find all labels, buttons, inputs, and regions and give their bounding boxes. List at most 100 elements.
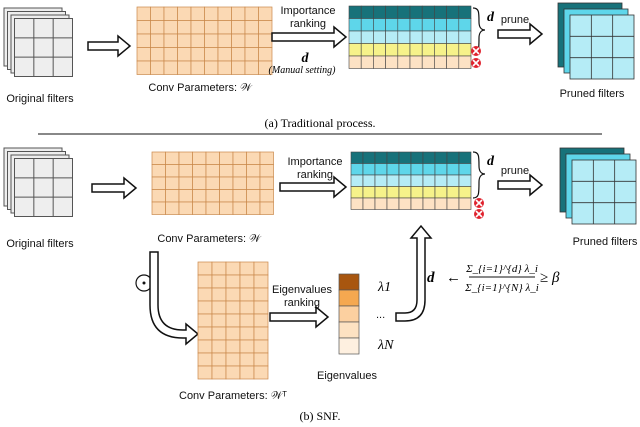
- ranked-cell: [360, 5, 374, 19]
- grid-cell: [246, 176, 261, 190]
- grid-cell: [192, 164, 207, 178]
- ranked-cell: [434, 43, 447, 57]
- grid-cell: [246, 151, 261, 165]
- grid-cell: [225, 352, 241, 367]
- grid-cell: [150, 60, 165, 75]
- grid-cell: [217, 47, 232, 62]
- threshold-formula: d ← Σ_{i=1}^{d} λ_i Σ_{i=1}^{N} λ_i ≥ β: [427, 263, 560, 294]
- grid-cell: [136, 47, 151, 62]
- grid-cell: [177, 6, 192, 21]
- cross-icon: [474, 198, 484, 208]
- grid-cell: [253, 352, 269, 367]
- ranked-cell: [446, 197, 460, 210]
- grid-cell: [239, 365, 255, 380]
- eigenvalue-cell: [338, 289, 360, 307]
- ranked-cell: [362, 151, 376, 164]
- eigenvalues-ranking-label-1: Eigenvalues: [272, 284, 332, 296]
- grid-cell: [231, 33, 246, 48]
- block-arrow-top-3: [497, 22, 544, 46]
- ranked-cell: [410, 174, 424, 187]
- grid-cell: [232, 189, 247, 203]
- eigenvalues-column: [338, 273, 360, 355]
- importance-ranking-label-1: Importance: [287, 156, 342, 168]
- ranked-cell: [421, 55, 435, 69]
- grid-cell: [204, 20, 219, 35]
- grid-cell: [192, 151, 207, 165]
- ranked-cell: [446, 151, 460, 164]
- ranked-cell: [446, 55, 460, 69]
- eigenvalue-cell: [338, 337, 360, 355]
- ranked-cell: [434, 151, 448, 164]
- grid-cell: [205, 201, 220, 215]
- grid-cell: [192, 176, 207, 190]
- ranked-cell: [458, 186, 472, 199]
- grid-cell: [217, 33, 232, 48]
- ranked-cell: [422, 151, 436, 164]
- formula-geq-beta: ≥ β: [540, 270, 560, 286]
- pruned-filters-label: Pruned filters: [573, 236, 638, 248]
- grid-cell: [258, 60, 273, 75]
- grid-cell: [217, 20, 232, 35]
- ranked-cell: [410, 163, 424, 176]
- grid-cell: [197, 352, 213, 367]
- d-label-brace-top: d: [487, 10, 495, 25]
- grid-cell: [219, 189, 234, 203]
- grid-cell: [192, 201, 207, 215]
- ranked-cell: [446, 163, 460, 176]
- ranked-cell: [458, 18, 472, 32]
- grid-cell: [253, 365, 269, 380]
- ranked-cell: [409, 55, 423, 69]
- grid-cell: [190, 33, 205, 48]
- grid-cell: [178, 189, 193, 203]
- conv-params-grid-transposed: [197, 261, 269, 380]
- lambda-n-label: λN: [377, 338, 394, 353]
- grid-cell: [205, 164, 220, 178]
- grid-cell: [150, 33, 165, 48]
- ranked-cell: [410, 151, 424, 164]
- grid-cell: [204, 33, 219, 48]
- conv-params-grid-top: [136, 6, 273, 75]
- grid-cell: [253, 326, 269, 341]
- grid-cell: [205, 189, 220, 203]
- grid-cell: [204, 47, 219, 62]
- ranked-cell: [350, 197, 364, 210]
- ranked-cell: [373, 43, 386, 57]
- grid-cell: [163, 20, 178, 35]
- ranked-cell: [386, 174, 400, 187]
- grid-cell: [225, 287, 241, 302]
- grid-cell: [258, 47, 273, 62]
- ranked-cell: [398, 151, 412, 164]
- block-arrow-top-2: [271, 25, 348, 49]
- ranked-cell: [446, 186, 460, 199]
- grid-cell: [239, 352, 255, 367]
- ranked-cell: [421, 18, 435, 32]
- ranked-cell: [409, 30, 423, 44]
- ranked-params-top: [348, 5, 472, 69]
- ranked-cell: [374, 151, 388, 164]
- grid-cell: [197, 274, 213, 289]
- grid-cell: [163, 47, 178, 62]
- cross-icon: [474, 209, 484, 219]
- ranked-cell: [446, 5, 460, 19]
- grid-cell: [219, 201, 234, 215]
- grid-cell: [231, 47, 246, 62]
- ranked-cell: [397, 18, 411, 32]
- grid-cell: [190, 47, 205, 62]
- grid-cell: [211, 261, 227, 276]
- ranked-cell: [397, 43, 411, 57]
- grid-cell: [211, 352, 227, 367]
- grid-cell: [163, 60, 178, 75]
- eigenvalues-label: Eigenvalues: [317, 370, 377, 382]
- ranked-cell: [360, 55, 374, 69]
- grid-cell: [225, 326, 241, 341]
- grid-cell: [217, 60, 232, 75]
- ranked-cell: [434, 30, 447, 44]
- grid-cell: [190, 60, 205, 75]
- grid-cell: [211, 313, 227, 328]
- pruned-filters-stack-bottom: [559, 147, 637, 225]
- grid-cell: [211, 287, 227, 302]
- ranked-cell: [386, 151, 400, 164]
- eigenvalue-cell: [338, 305, 360, 323]
- ranked-cell: [385, 18, 399, 32]
- grid-cell: [177, 20, 192, 35]
